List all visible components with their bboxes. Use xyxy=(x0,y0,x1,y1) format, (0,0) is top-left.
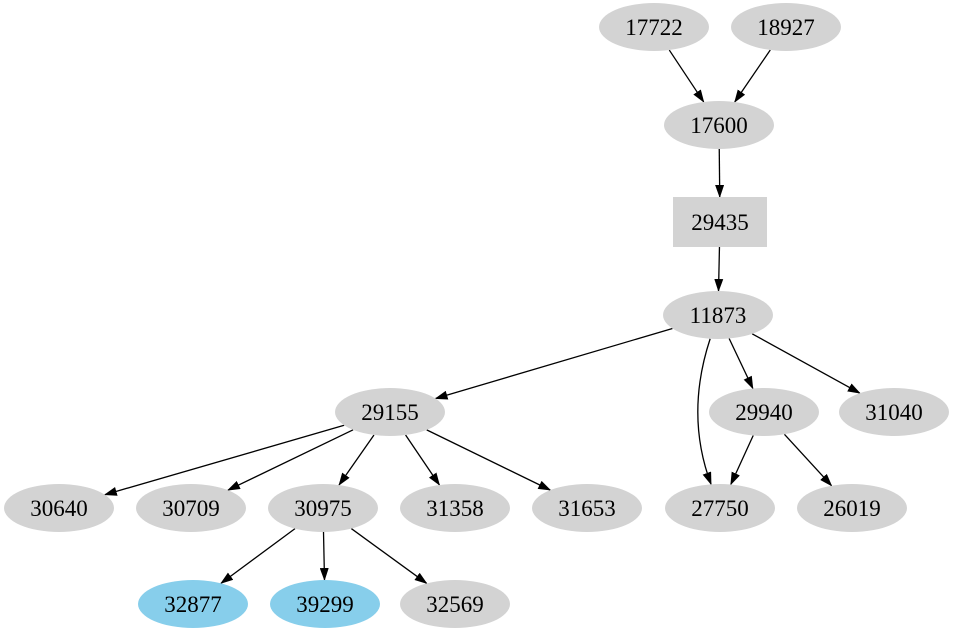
node-ellipse-shape xyxy=(138,580,248,628)
graph-node-31653: 31653 xyxy=(532,484,642,532)
node-ellipse-shape xyxy=(665,484,775,532)
graph-edge-30975-32877 xyxy=(220,528,296,584)
graph-node-30975: 30975 xyxy=(268,484,378,532)
graph-edge-18927-17600 xyxy=(734,49,771,103)
graph-edge-29940-27750 xyxy=(730,435,754,486)
node-label: 29435 xyxy=(691,210,749,235)
node-ellipse-shape xyxy=(268,484,378,532)
node-ellipse-shape xyxy=(731,3,841,51)
graph-edge-29940-26019 xyxy=(783,433,833,487)
graph-node-26019: 26019 xyxy=(797,484,907,532)
node-label: 17600 xyxy=(690,113,748,138)
graph-edge-11873-29940 xyxy=(728,338,754,390)
graph-edge-29155-30975 xyxy=(338,434,375,486)
node-ellipse-shape xyxy=(709,388,819,436)
graph-node-18927: 18927 xyxy=(731,3,841,51)
graph-node-17600: 17600 xyxy=(664,101,774,149)
graph-edge-17722-17600 xyxy=(668,49,705,103)
graph-edge-29155-30640 xyxy=(103,424,345,496)
nodes-layer: 17722 18927 17600 29435 11873 29155 29940 31040… xyxy=(4,3,949,628)
graph-node-31358: 31358 xyxy=(400,484,510,532)
graph-edge-29155-31653 xyxy=(426,429,552,491)
node-ellipse-shape xyxy=(400,580,510,628)
graph-node-31040: 31040 xyxy=(839,388,949,436)
node-label: 11873 xyxy=(690,303,747,328)
node-ellipse-shape xyxy=(599,3,709,51)
node-ellipse-shape xyxy=(664,101,774,149)
node-label: 27750 xyxy=(691,496,749,521)
node-label: 30975 xyxy=(294,496,352,521)
node-ellipse-shape xyxy=(663,291,773,339)
node-label: 30640 xyxy=(30,496,88,521)
node-ellipse-shape xyxy=(839,388,949,436)
node-label: 32569 xyxy=(426,592,484,617)
node-ellipse-shape xyxy=(270,580,380,628)
node-ellipse-shape xyxy=(4,484,114,532)
graph-node-32877: 32877 xyxy=(138,580,248,628)
graph-node-32569: 32569 xyxy=(400,580,510,628)
node-label: 26019 xyxy=(823,496,881,521)
node-label: 17722 xyxy=(625,15,683,40)
graph-node-30709: 30709 xyxy=(136,484,246,532)
graph-edge-30975-39299 xyxy=(319,531,329,582)
node-label: 32877 xyxy=(164,592,222,617)
graph-node-27750: 27750 xyxy=(665,484,775,532)
graph-edge-29435-11873 xyxy=(714,246,724,293)
graph-node-11873: 11873 xyxy=(663,291,773,339)
graph-node-30640: 30640 xyxy=(4,484,114,532)
edges-layer xyxy=(103,49,861,585)
graph-node-29155: 29155 xyxy=(335,388,445,436)
node-ellipse-shape xyxy=(532,484,642,532)
node-label: 31358 xyxy=(426,496,484,521)
graph-node-17722: 17722 xyxy=(599,3,709,51)
node-label: 31653 xyxy=(558,496,616,521)
graph-node-39299: 39299 xyxy=(270,580,380,628)
graph-edge-29155-30709 xyxy=(226,429,354,491)
graph-edge-29155-31358 xyxy=(405,434,440,486)
graph-edge-30975-32569 xyxy=(350,528,428,585)
node-ellipse-shape xyxy=(400,484,510,532)
node-ellipse-shape xyxy=(335,388,445,436)
graph-node-29940: 29940 xyxy=(709,388,819,436)
graph-edge-11873-31040 xyxy=(751,333,861,394)
node-label: 18927 xyxy=(757,15,815,40)
node-label: 29155 xyxy=(361,400,419,425)
graph-edge-11873-29155 xyxy=(434,327,673,400)
graph-edge-11873-27750 xyxy=(697,338,712,486)
node-label: 29940 xyxy=(735,400,793,425)
node-box-shape xyxy=(673,197,767,247)
node-ellipse-shape xyxy=(136,484,246,532)
node-ellipse-shape xyxy=(797,484,907,532)
node-label: 39299 xyxy=(296,592,354,617)
node-label: 30709 xyxy=(162,496,220,521)
graph-node-29435: 29435 xyxy=(673,197,767,247)
node-label: 31040 xyxy=(865,400,923,425)
